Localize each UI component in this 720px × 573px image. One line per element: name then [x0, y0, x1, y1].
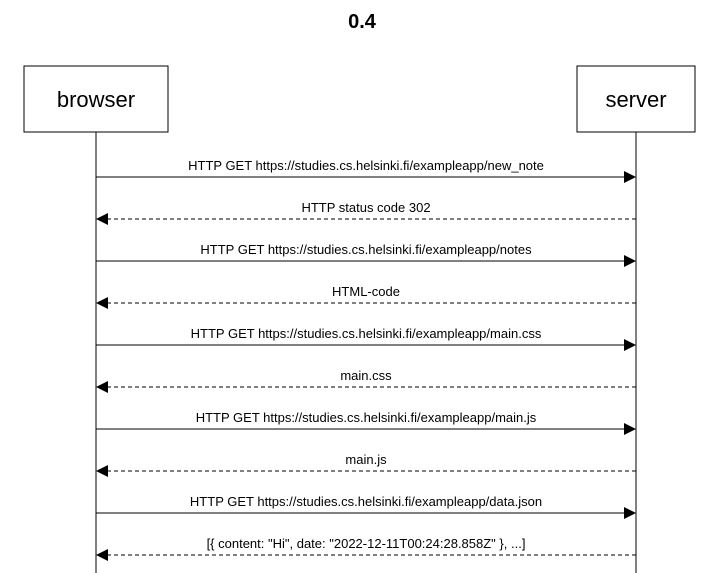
participant-box-server	[576, 65, 696, 133]
participant-label-server: server	[605, 87, 666, 112]
arrowhead-icon	[96, 297, 108, 309]
arrowhead-icon	[624, 507, 636, 519]
message-2: HTTP status code 302	[96, 200, 636, 225]
message-5: HTTP GET https://studies.cs.helsinki.fi/…	[96, 326, 636, 351]
message-label: main.css	[340, 368, 392, 383]
message-label: HTTP GET https://studies.cs.helsinki.fi/…	[190, 494, 542, 509]
message-9: HTTP GET https://studies.cs.helsinki.fi/…	[96, 494, 636, 519]
message-label: [{ content: "Hi", date: "2022-12-11T00:2…	[207, 536, 526, 551]
message-list: HTTP GET https://studies.cs.helsinki.fi/…	[96, 158, 636, 561]
message-10: [{ content: "Hi", date: "2022-12-11T00:2…	[96, 536, 636, 561]
message-label: HTTP GET https://studies.cs.helsinki.fi/…	[200, 242, 532, 257]
arrowhead-icon	[96, 381, 108, 393]
participant-label-browser: browser	[57, 87, 135, 112]
arrowhead-icon	[96, 549, 108, 561]
arrowhead-icon	[624, 171, 636, 183]
arrowhead-icon	[96, 465, 108, 477]
message-label: HTTP GET https://studies.cs.helsinki.fi/…	[188, 158, 544, 173]
arrowhead-icon	[624, 255, 636, 267]
message-4: HTML-code	[96, 284, 636, 309]
message-label: HTML-code	[332, 284, 400, 299]
message-6: main.css	[96, 368, 636, 393]
arrowhead-icon	[624, 339, 636, 351]
arrowhead-icon	[624, 423, 636, 435]
message-7: HTTP GET https://studies.cs.helsinki.fi/…	[96, 410, 636, 435]
arrowhead-icon	[96, 213, 108, 225]
participant-box-browser	[23, 65, 169, 133]
message-8: main.js	[96, 452, 636, 477]
message-label: HTTP status code 302	[301, 200, 430, 215]
message-label: main.js	[345, 452, 387, 467]
message-3: HTTP GET https://studies.cs.helsinki.fi/…	[96, 242, 636, 267]
message-1: HTTP GET https://studies.cs.helsinki.fi/…	[96, 158, 636, 183]
message-label: HTTP GET https://studies.cs.helsinki.fi/…	[191, 326, 542, 341]
diagram-title: 0.4	[348, 11, 377, 33]
message-label: HTTP GET https://studies.cs.helsinki.fi/…	[196, 410, 537, 425]
